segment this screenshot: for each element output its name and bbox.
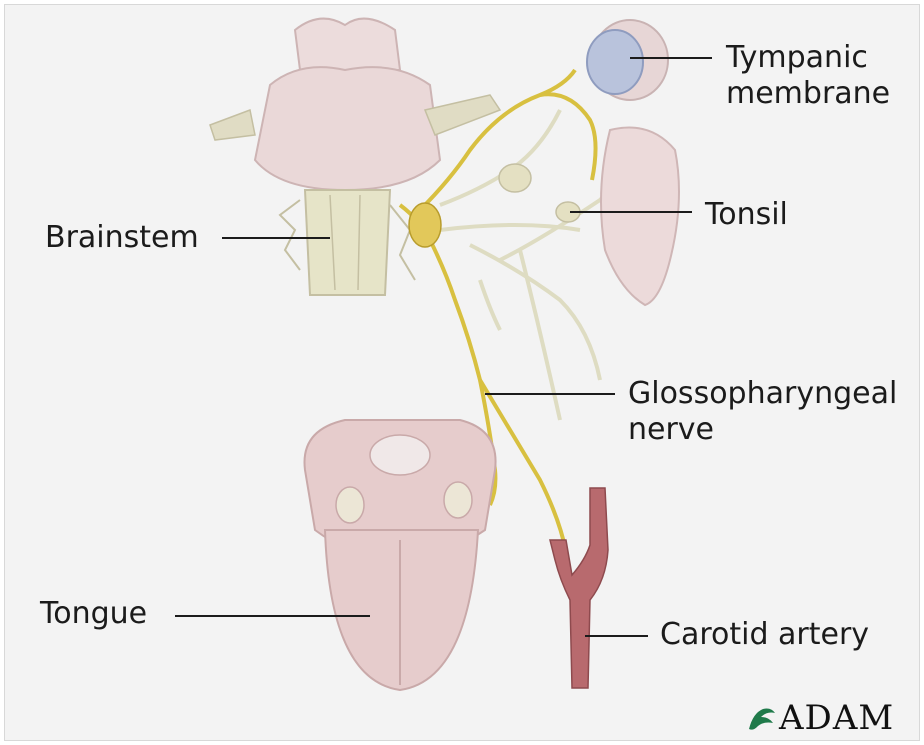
tympanic-membrane-illustration xyxy=(587,20,668,100)
tonsil-illustration xyxy=(556,128,679,306)
carotid-artery-label: Carotid artery xyxy=(660,617,869,653)
brainstem-label: Brainstem xyxy=(45,220,199,256)
glosso-line-1: Glossopharyngeal xyxy=(628,376,897,412)
tympanic-line-2: membrane xyxy=(726,76,890,112)
glosso-line-2: nerve xyxy=(628,412,897,448)
carotid-artery-illustration xyxy=(550,488,608,688)
leaf-icon xyxy=(749,709,775,730)
tongue-label: Tongue xyxy=(40,596,147,632)
otic-ganglion-icon xyxy=(499,164,531,192)
tympanic-line-1: Tympanic xyxy=(726,40,890,76)
tongue-illustration xyxy=(305,420,496,690)
tonsil-label: Tonsil xyxy=(705,197,788,233)
brainstem-illustration xyxy=(210,19,500,295)
tympanic-membrane-label: Tympanic membrane xyxy=(726,40,890,112)
glossopharyngeal-nerve-label: Glossopharyngeal nerve xyxy=(628,376,897,448)
ganglion-icon xyxy=(409,203,441,247)
logo-text: ADAM xyxy=(779,698,894,738)
